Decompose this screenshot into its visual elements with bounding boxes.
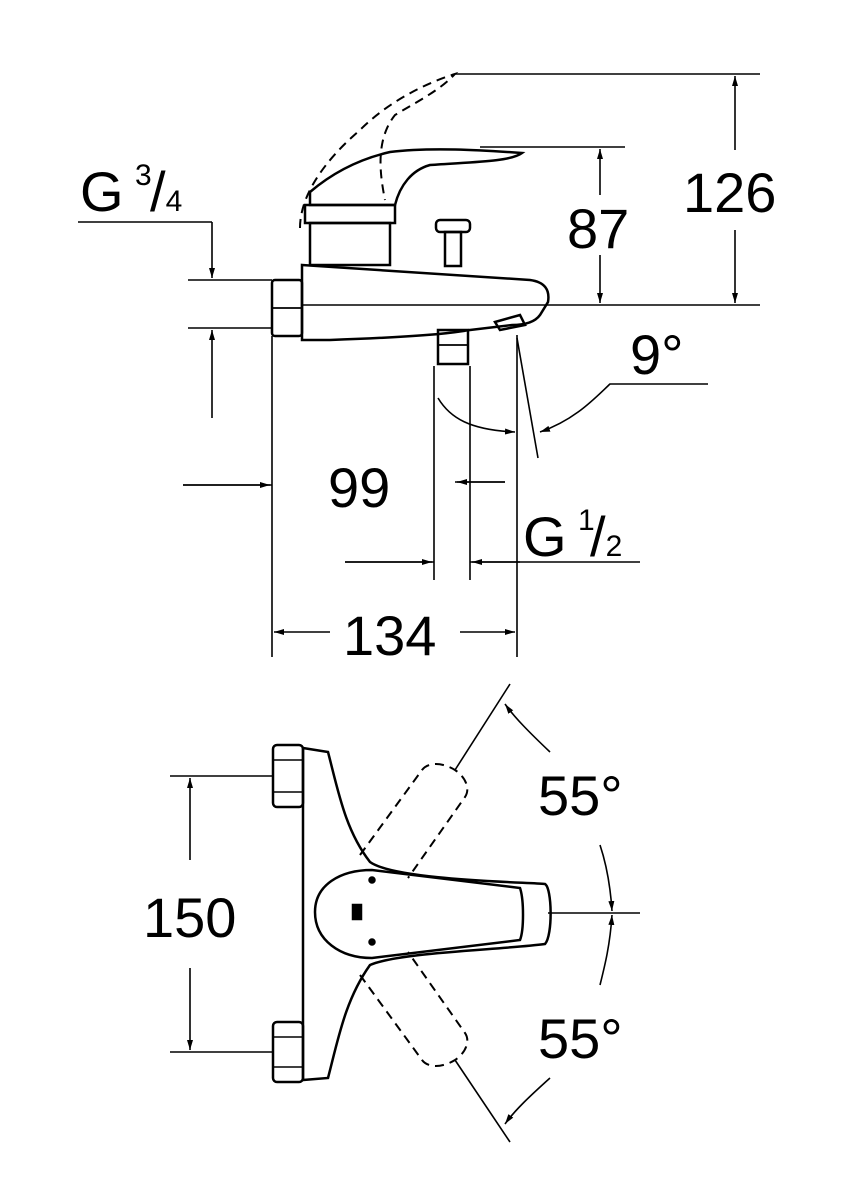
- cartridge-lower: [308, 221, 392, 267]
- mixer-body-top: [301, 746, 552, 1082]
- top-nut-upper: [271, 743, 305, 809]
- top-nut-lower: [271, 1020, 305, 1084]
- top-view: [170, 683, 640, 1143]
- height-spout-label: 87: [567, 197, 629, 260]
- spout-outlet: [493, 313, 527, 332]
- inlet-thread-den-digit: 4: [166, 185, 183, 218]
- outlet-thread-den-digit: 2: [606, 530, 623, 563]
- diverter-knob-stem: [443, 230, 463, 268]
- outlet-thread-letter: G: [523, 505, 567, 568]
- outlet-thread-numerator: 1: [578, 504, 595, 537]
- inlet-thread-numerator: 3: [135, 159, 152, 192]
- inlet-thread-denominator: /4: [150, 160, 182, 223]
- total-depth-label: 134: [343, 604, 436, 667]
- inlet-thread-slash: /: [150, 160, 166, 223]
- diverter-knob-cap: [434, 218, 472, 234]
- outlet-thread-slash: /: [590, 505, 606, 568]
- spout-body: [300, 263, 550, 342]
- cartridge-housing: [303, 203, 397, 225]
- side-view: [78, 71, 760, 657]
- indicator-mark: [351, 903, 363, 921]
- lever-angle-up-label: 55°: [538, 764, 623, 827]
- inlet-spacing-label: 150: [143, 886, 236, 949]
- lever-top: [313, 868, 525, 960]
- height-total-label: 126: [683, 161, 776, 224]
- shower-outlet-fitting: [436, 328, 470, 366]
- lever: [308, 148, 526, 207]
- spout-depth-label: 99: [328, 456, 390, 519]
- spout-angle-label: 9°: [630, 323, 684, 386]
- outlet-thread-denominator: /2: [590, 505, 622, 568]
- lever-rotated-down-dashed: [359, 951, 469, 1067]
- lever-angle-down-label: 55°: [538, 1007, 623, 1070]
- inlet-thread-letter: G: [80, 160, 124, 223]
- lever-raised-dashed: [299, 71, 459, 229]
- lever-rotated-up-dashed: [359, 763, 469, 879]
